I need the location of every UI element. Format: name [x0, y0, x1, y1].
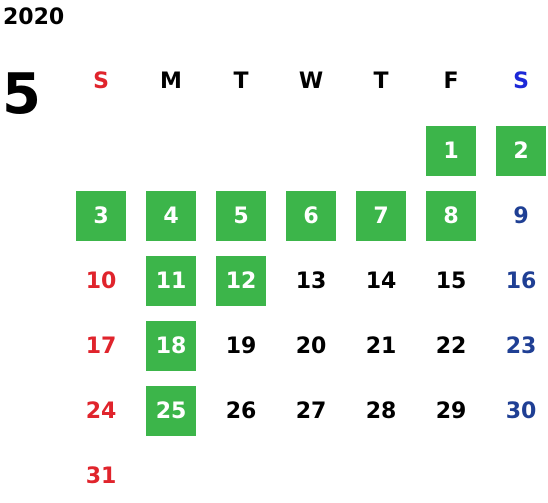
day-cell[interactable]: 15: [435, 268, 467, 294]
weekday-header: M: [160, 68, 182, 94]
day-cell[interactable]: 25: [146, 386, 196, 436]
day-cell[interactable]: 16: [505, 268, 537, 294]
weekday-header: W: [298, 68, 324, 94]
day-cell[interactable]: 22: [435, 333, 467, 359]
day-cell[interactable]: 5: [216, 191, 266, 241]
day-cell[interactable]: 31: [85, 463, 117, 489]
day-cell[interactable]: 11: [146, 256, 196, 306]
day-cell[interactable]: 14: [365, 268, 397, 294]
day-cell[interactable]: 1: [426, 126, 476, 176]
day-cell[interactable]: 7: [356, 191, 406, 241]
day-cell[interactable]: 13: [295, 268, 327, 294]
weekday-header: S: [93, 68, 109, 94]
day-cell[interactable]: 30: [505, 398, 537, 424]
day-cell[interactable]: 12: [216, 256, 266, 306]
year-label: 2020: [3, 5, 65, 30]
day-cell[interactable]: 17: [85, 333, 117, 359]
day-cell[interactable]: 2: [496, 126, 546, 176]
day-cell[interactable]: 20: [295, 333, 327, 359]
day-cell[interactable]: 24: [85, 398, 117, 424]
day-cell[interactable]: 27: [295, 398, 327, 424]
day-cell[interactable]: 23: [505, 333, 537, 359]
day-cell[interactable]: 19: [225, 333, 257, 359]
weekday-header: S: [513, 68, 529, 94]
day-cell[interactable]: 28: [365, 398, 397, 424]
day-cell[interactable]: 8: [426, 191, 476, 241]
day-cell[interactable]: 26: [225, 398, 257, 424]
weekday-header: F: [443, 68, 459, 94]
day-cell[interactable]: 3: [76, 191, 126, 241]
day-cell[interactable]: 10: [85, 268, 117, 294]
day-cell[interactable]: 9: [513, 203, 529, 229]
weekday-header: T: [373, 68, 389, 94]
day-cell[interactable]: 21: [365, 333, 397, 359]
day-cell[interactable]: 29: [435, 398, 467, 424]
month-number: 5: [2, 62, 41, 127]
day-cell[interactable]: 6: [286, 191, 336, 241]
day-cell[interactable]: 4: [146, 191, 196, 241]
day-cell[interactable]: 18: [146, 321, 196, 371]
weekday-header: T: [233, 68, 249, 94]
